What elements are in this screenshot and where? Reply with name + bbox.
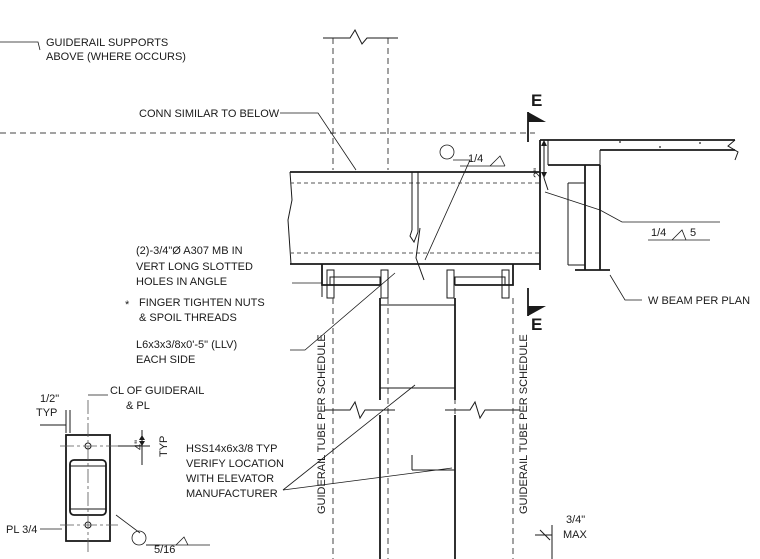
weld-symbol-lower (648, 229, 710, 241)
left-guiderail-tube (325, 298, 412, 559)
dim-max: MAX (563, 529, 588, 541)
note-cl-guiderail-2: & PL (126, 400, 150, 412)
note-bolts-3: HOLES IN ANGLE (136, 276, 227, 288)
note-bolts-1: (2)-3/4"Ø A307 MB IN (136, 245, 243, 257)
note-conn-similar: CONN SIMILAR TO BELOW (139, 108, 280, 120)
note-angle-2: EACH SIDE (136, 354, 195, 366)
w-beam (539, 139, 739, 271)
right-guiderail-tube (411, 298, 520, 559)
note-hss-4: MANUFACTURER (186, 488, 278, 500)
dim-three-quarter: 3/4" (566, 514, 585, 526)
note-hss-2: VERIFY LOCATION (186, 458, 284, 470)
weld-plate-size: 5/16 (154, 544, 175, 556)
dim-typ-left: TYP (36, 407, 57, 419)
dim-half-inch: 1/2" (40, 393, 59, 405)
note-hss-1: HSS14x6x3/8 TYP (186, 443, 278, 455)
connection-angles (321, 264, 514, 299)
leaders (0, 41, 720, 546)
note-pl: PL 3/4 (6, 524, 37, 536)
section-mark-bottom-letter: E (531, 315, 542, 334)
dim-two-inch: 2" (532, 168, 544, 178)
dimension-two-inch (541, 140, 549, 191)
weld-symbol-plate (146, 536, 210, 546)
hss-beam (287, 171, 540, 281)
note-bolts-2: VERT LONG SLOTTED (136, 261, 253, 273)
note-guiderail-supports-2: ABOVE (WHERE OCCURS) (46, 51, 186, 63)
dim-four-inch: 4" (133, 440, 145, 450)
plate-detail (40, 394, 150, 555)
section-mark-top-letter: E (531, 91, 542, 110)
note-asterisk: * (125, 299, 130, 311)
label-guiderail-tube-right: GUIDERAIL TUBE PER SCHEDULE (518, 334, 530, 514)
note-guiderail-supports-1: GUIDERAIL SUPPORTS (46, 37, 168, 49)
weld-lower-length: 5 (690, 227, 696, 239)
weld-lower-size: 1/4 (651, 227, 666, 239)
weld-symbol-upper (460, 155, 506, 167)
upper-support (323, 28, 398, 170)
weld-upper-size: 1/4 (468, 153, 483, 165)
section-mark-top: E (527, 91, 546, 142)
note-finger-2: & SPOIL THREADS (139, 312, 237, 324)
note-finger-1: FINGER TIGHTEN NUTS (139, 297, 265, 309)
note-angle-1: L6x3x3/8x0'-5" (LLV) (136, 339, 237, 351)
note-cl-guiderail-1: CL OF GUIDERAIL (110, 385, 204, 397)
note-hss-3: WITH ELEVATOR (186, 473, 274, 485)
dimension-three-quarter (535, 525, 553, 559)
section-mark-bottom: E (527, 288, 546, 334)
note-w-beam: W BEAM PER PLAN (648, 295, 750, 307)
dim-typ-vertical: TYP (158, 436, 170, 457)
label-guiderail-tube-left: GUIDERAIL TUBE PER SCHEDULE (316, 334, 328, 514)
